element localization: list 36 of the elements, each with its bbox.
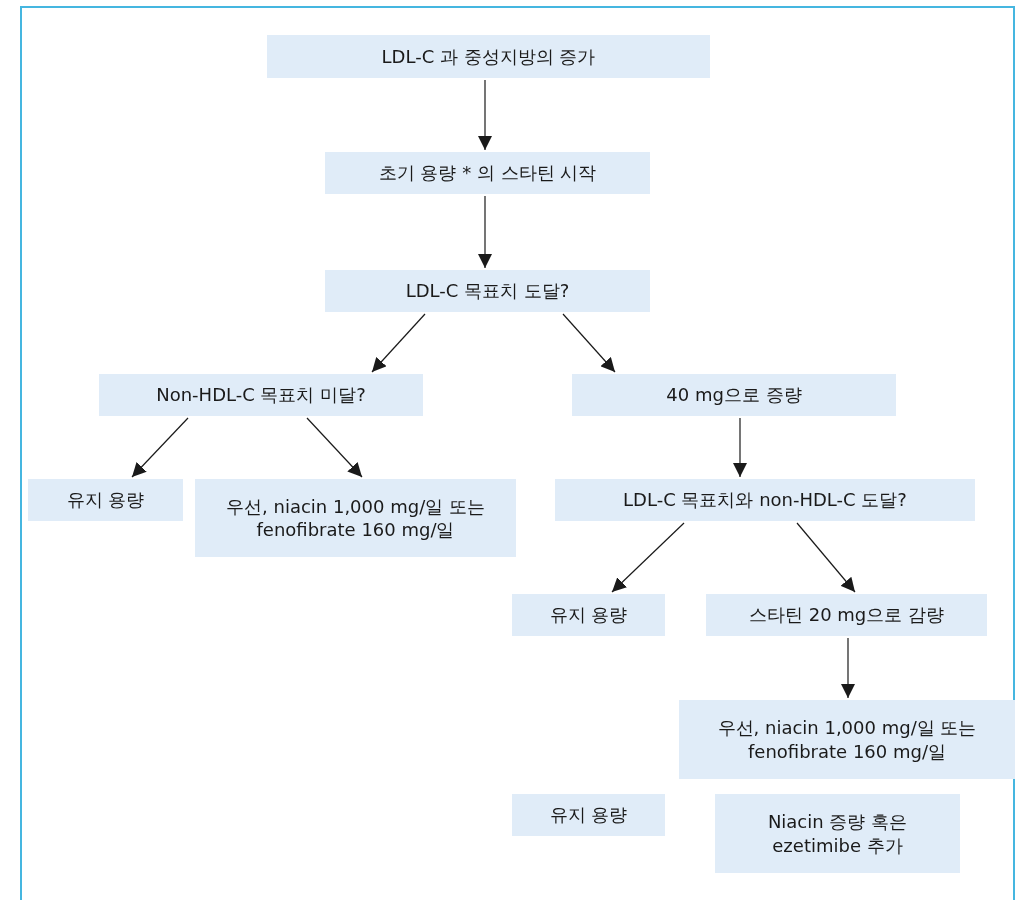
arrow [733, 417, 747, 478]
process-box [512, 794, 665, 836]
box-label: Niacin 증량 혹은 ezetimibe 추가 [766, 810, 909, 857]
arrow [562, 313, 616, 373]
box-label: 유지 용량 [66, 488, 145, 512]
arrow [841, 637, 855, 699]
process-box [679, 700, 1015, 779]
arrow [478, 79, 492, 151]
arrow [796, 522, 856, 593]
process-box [267, 35, 710, 78]
process-box [512, 594, 665, 636]
process-box [706, 594, 987, 636]
box-label: LDL-C 목표치와 non-HDL-C 도달? [623, 488, 907, 512]
box-label: 우선, niacin 1,000 mg/일 또는 fenofibrate 160 mg/일 [225, 494, 486, 542]
box-label: Non-HDL-C 목표치 미달? [156, 383, 366, 407]
box-label: LDL-C 과 중성지방의 증가 [381, 44, 596, 69]
arrow [478, 195, 492, 269]
process-box [325, 152, 650, 194]
process-box [99, 374, 423, 416]
arrow [131, 417, 189, 478]
process-box [572, 374, 896, 416]
process-box [555, 479, 975, 521]
box-label: 유지 용량 [549, 603, 628, 627]
process-box [28, 479, 183, 521]
process-box [715, 794, 960, 873]
box-label: 유지 용량 [549, 803, 628, 827]
process-box [195, 479, 516, 557]
box-label: 초기 용량 * 의 스타틴 시작 [378, 161, 597, 185]
box-label: LDL-C 목표치 도달? [405, 279, 570, 303]
arrow [371, 313, 426, 373]
box-label: 40 mg으로 증량 [666, 383, 802, 407]
box-label: 우선, niacin 1,000 mg/일 또는 fenofibrate 160 mg/일 [716, 716, 978, 763]
arrow [611, 522, 685, 593]
box-label: 스타틴 20 mg으로 감량 [749, 603, 944, 627]
process-box [325, 270, 650, 312]
arrow [306, 417, 363, 478]
